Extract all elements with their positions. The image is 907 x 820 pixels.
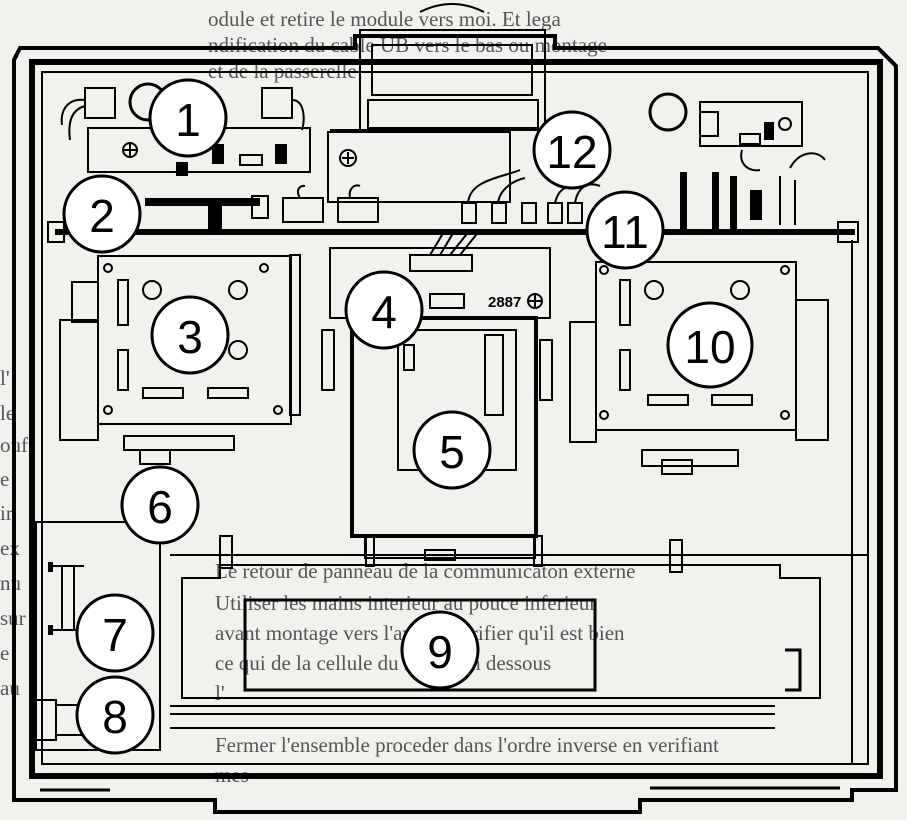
- housing-frame: [12, 34, 898, 814]
- bg-text-line: le: [0, 401, 15, 425]
- callout-number: 10: [684, 321, 735, 373]
- bg-text-line: l': [0, 366, 10, 390]
- bg-text-line: Utiliser les mains interieur au pouce in…: [215, 591, 596, 615]
- bg-text-line: nu: [0, 571, 22, 595]
- bus-bar: [47, 169, 859, 243]
- callout-8: 8: [75, 675, 155, 755]
- callout-12: 12: [532, 110, 612, 190]
- callout-number: 7: [102, 609, 128, 661]
- callout-number: 8: [102, 691, 128, 743]
- bg-text-line: ex: [0, 536, 20, 560]
- callout-5: 5: [412, 410, 492, 490]
- callout-number: 11: [601, 206, 649, 258]
- top-right-board: [648, 92, 826, 172]
- callout-7: 7: [75, 593, 155, 673]
- callout-11: 11: [585, 190, 665, 270]
- board-label: 2887: [488, 294, 521, 311]
- bg-text-line: ir: [0, 501, 13, 525]
- callout-number: 6: [147, 481, 173, 533]
- callout-number: 9: [427, 626, 453, 678]
- callout-6: 6: [120, 465, 200, 545]
- callout-number: 2: [89, 190, 115, 242]
- callout-number: 12: [546, 126, 597, 178]
- bg-text-line: e: [0, 641, 9, 665]
- callout-4: 4: [344, 270, 424, 350]
- bg-text-line: ce qui de la cellule du l'autre en desso…: [215, 651, 551, 675]
- callout-number: 3: [177, 311, 203, 363]
- callout-2: 2: [62, 174, 142, 254]
- bg-text-line: Le retour de panneau de la communicaton …: [215, 559, 635, 583]
- callout-10: 10: [666, 301, 754, 389]
- module-board-left: [59, 254, 335, 465]
- bg-text-line: au: [0, 676, 20, 700]
- callout-1: 1: [148, 78, 228, 158]
- callout-3: 3: [150, 295, 230, 375]
- module-board-right: [569, 261, 829, 475]
- callout-9: 9: [400, 610, 480, 690]
- bg-text-line: l': [215, 681, 225, 705]
- callout-number: 4: [371, 286, 397, 338]
- bottom-tray: [170, 535, 868, 729]
- bg-text-line: e: [0, 467, 9, 491]
- callout-number: 5: [439, 426, 465, 478]
- bg-text-line: odule et retire le module vers moi. Et l…: [208, 7, 561, 31]
- callout-number: 1: [175, 94, 201, 146]
- bg-text-line: Fermer l'ensemble proceder dans l'ordre …: [215, 733, 719, 757]
- bg-text-line: ouff: [0, 433, 35, 457]
